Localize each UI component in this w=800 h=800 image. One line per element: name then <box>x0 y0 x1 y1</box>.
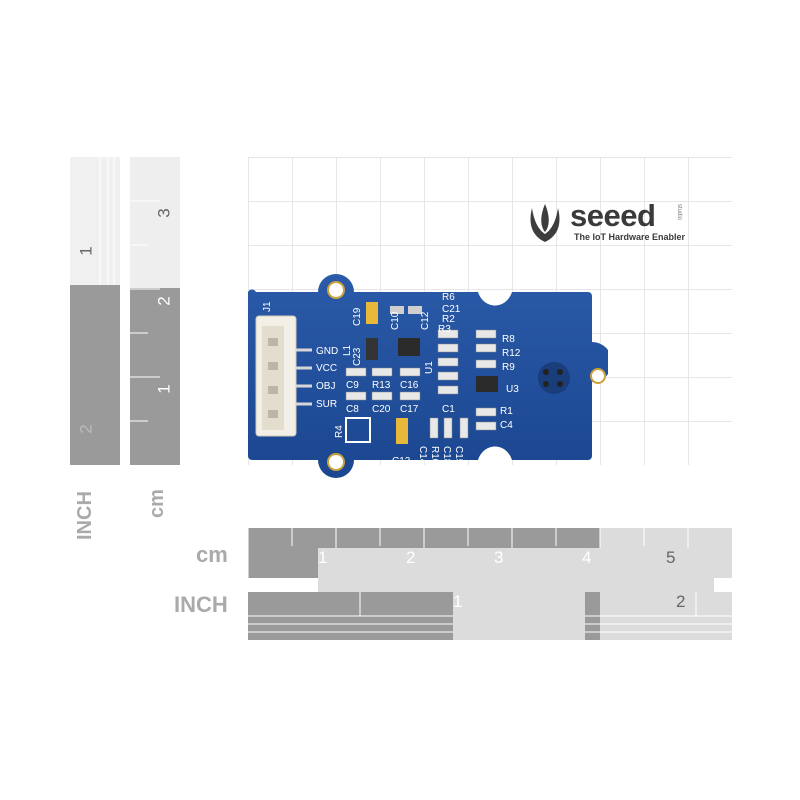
mount-hole-top <box>327 281 345 299</box>
svg-text:C4: C4 <box>500 420 513 431</box>
vertical-cm-ruler: 3 2 1 <box>130 157 180 465</box>
svg-text:R12: R12 <box>502 348 521 359</box>
logo-tagline: The IoT Hardware Enabler <box>574 232 686 242</box>
horizontal-cm-number-5: 5 <box>666 548 676 567</box>
vertical-cm-number-2: 2 <box>154 296 174 306</box>
vertical-cm-number-3: 3 <box>154 208 174 218</box>
svg-text:C21: C21 <box>442 304 461 315</box>
horizontal-inch-number-1: 1 <box>453 592 585 640</box>
logo-vertical-tag: studio <box>676 204 682 221</box>
thermopile-sensor <box>538 362 570 394</box>
svg-text:C19: C19 <box>352 307 363 326</box>
svg-text:R4: R4 <box>334 425 345 438</box>
svg-text:C20: C20 <box>372 404 391 415</box>
svg-text:C18: C18 <box>441 446 452 465</box>
seeed-logo: seeed The IoT Hardware Enabler studio <box>522 198 702 248</box>
svg-text:R6: R6 <box>442 292 455 303</box>
svg-text:R2: R2 <box>442 314 455 325</box>
svg-text:L1: L1 <box>342 344 353 356</box>
vertical-inch-number-2: 2 <box>76 424 96 434</box>
svg-text:C10: C10 <box>390 311 401 330</box>
svg-text:J1: J1 <box>262 301 273 312</box>
svg-text:C15: C15 <box>453 446 464 465</box>
svg-text:C23: C23 <box>352 347 363 366</box>
svg-text:U3: U3 <box>506 384 519 395</box>
svg-text:U1: U1 <box>424 361 435 374</box>
vertical-cm-label: cm <box>146 489 168 518</box>
svg-text:C8: C8 <box>346 404 359 415</box>
svg-text:R10: R10 <box>429 446 440 465</box>
svg-text:OBJ: OBJ <box>316 381 335 392</box>
horizontal-inch-label: INCH <box>174 592 228 617</box>
mount-hole-right <box>590 368 606 384</box>
svg-text:C16: C16 <box>400 380 419 391</box>
svg-text:SUR: SUR <box>316 399 337 410</box>
svg-text:GND: GND <box>316 346 338 357</box>
svg-text:R13: R13 <box>372 380 391 391</box>
horizontal-cm-label: cm <box>196 542 228 567</box>
svg-text:C13: C13 <box>392 456 411 467</box>
horizontal-inch-number-2: 2 <box>676 592 686 611</box>
vertical-inch-ruler: 1 2 <box>70 157 120 465</box>
seeed-leaf-icon <box>530 204 560 242</box>
mount-hole-bottom <box>327 453 345 471</box>
svg-text:C9: C9 <box>346 380 359 391</box>
svg-text:C1: C1 <box>442 404 455 415</box>
horizontal-cm-ruler: 1 2 3 4 5 <box>248 528 732 598</box>
svg-text:R3: R3 <box>438 324 451 335</box>
svg-text:R1: R1 <box>500 406 513 417</box>
vertical-cm-number-1: 1 <box>154 384 174 394</box>
horizontal-cm-number-4: 4 <box>582 548 714 598</box>
svg-text:C14: C14 <box>417 446 428 465</box>
svg-text:R9: R9 <box>502 362 515 373</box>
svg-text:R8: R8 <box>502 334 515 345</box>
pcb-outline <box>247 274 612 478</box>
svg-text:C17: C17 <box>400 404 419 415</box>
sensor-board: GND VCC OBJ SUR J1 C19 C10 C12 R6 <box>247 270 612 482</box>
svg-text:VCC: VCC <box>316 363 337 374</box>
vertical-inch-label: INCH <box>74 491 96 540</box>
vertical-inch-number-1: 1 <box>76 246 96 256</box>
logo-wordmark: seeed <box>570 198 656 233</box>
svg-text:C12: C12 <box>420 311 431 330</box>
horizontal-inch-ruler: 1 2 <box>248 592 732 640</box>
